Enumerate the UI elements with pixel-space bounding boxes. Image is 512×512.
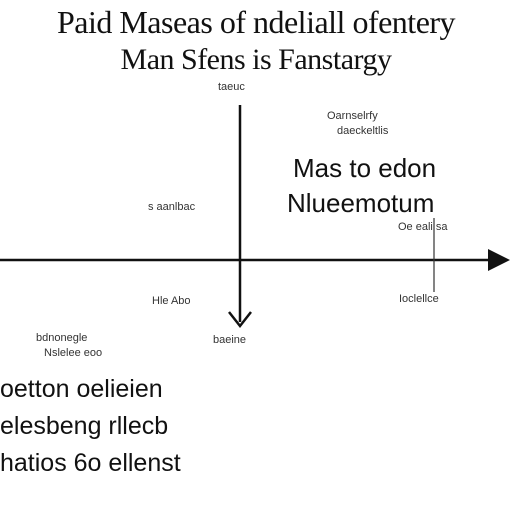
side-label-line1: bdnonegle xyxy=(36,332,88,344)
left-axis-label: s aanlbac xyxy=(148,201,196,213)
marker-label: Oe eali sa xyxy=(398,221,448,233)
bottom-text-line1: oetton oelieien xyxy=(0,375,163,403)
quadrant-small-line1: Oarnselrfy xyxy=(327,110,378,122)
diagram-title-line2: Man Sfens is Fanstargy xyxy=(120,43,392,76)
quadrant-heading-line1: Mas to edon xyxy=(293,153,437,183)
right-arrow-icon xyxy=(488,249,510,271)
right-axis-label: Ioclellce xyxy=(399,293,439,305)
bottom-text-line3: hatios 6o ellenst xyxy=(0,449,181,477)
bottom-axis-label: baeine xyxy=(213,334,247,346)
quadrant-heading-line2: Nlueemotum xyxy=(287,188,435,218)
bottom-text-line2: elesbeng rllecb xyxy=(0,412,169,440)
side-label-line2: Nslelee eoo xyxy=(44,347,103,359)
diagram-title-line1: Paid Maseas of ndeliall ofentery xyxy=(56,4,456,40)
down-arrow-icon xyxy=(228,311,252,329)
lower-left-tick-label: Hle Abo xyxy=(152,295,191,307)
top-axis-label: taeuc xyxy=(218,81,245,93)
quadrant-small-line2: daeckeltlis xyxy=(337,125,389,137)
